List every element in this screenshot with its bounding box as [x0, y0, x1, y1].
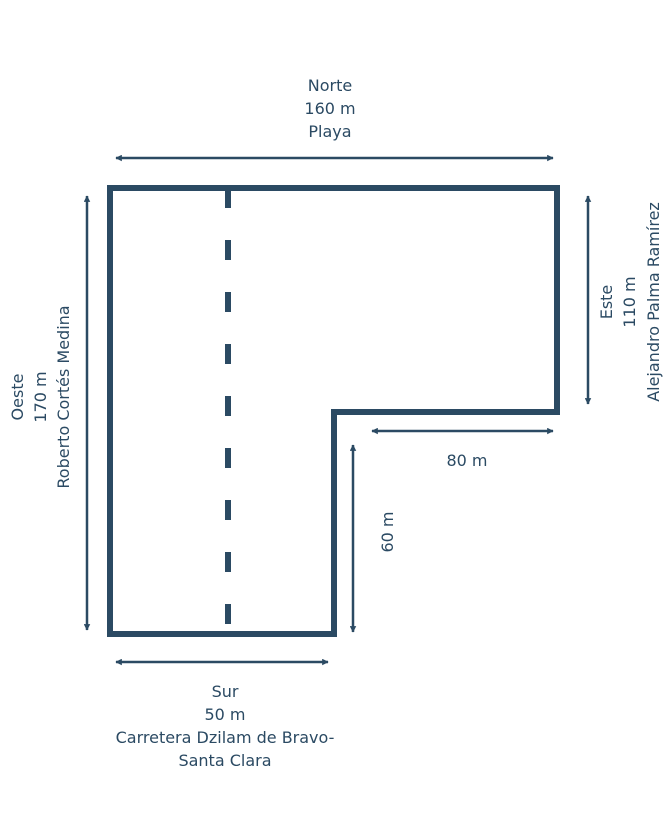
south-owner-label-line2: Santa Clara	[178, 751, 271, 770]
inner-vertical-length-label: 60 m	[378, 511, 397, 552]
south-direction-label: Sur	[212, 682, 239, 701]
east-direction-label: Este	[597, 285, 616, 320]
east-length-label: 110 m	[620, 276, 639, 327]
north-length-label: 160 m	[304, 99, 355, 118]
north-direction-label: Norte	[308, 76, 352, 95]
north-owner-label: Playa	[308, 122, 351, 141]
south-owner-label-line1: Carretera Dzilam de Bravo-	[116, 728, 335, 747]
lot-outline	[107, 185, 560, 637]
west-direction-label: Oeste	[8, 374, 27, 421]
inner-horizontal-length-label: 80 m	[446, 451, 487, 470]
west-length-label: 170 m	[31, 371, 50, 422]
east-owner-label: Alejandro Palma Ramírez	[644, 202, 663, 402]
west-owner-label: Roberto Cortés Medina	[54, 305, 73, 488]
south-length-label: 50 m	[204, 705, 245, 724]
